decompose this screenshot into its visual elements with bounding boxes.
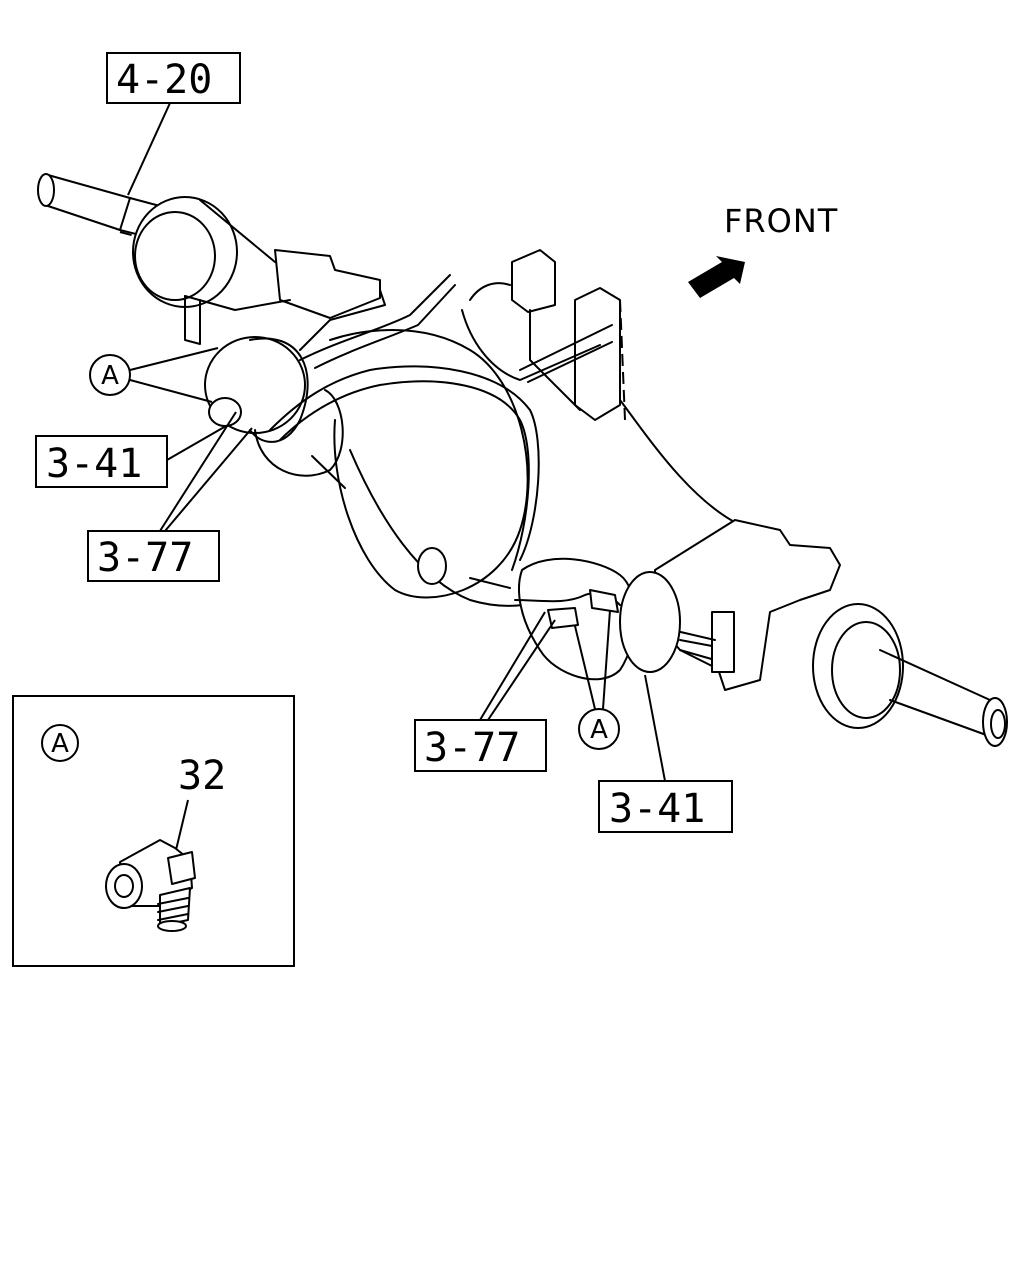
elbow-fitting-icon	[105, 839, 196, 932]
axle-housing-drawing	[37, 173, 1008, 747]
detail-a-part-number: 32	[178, 753, 226, 799]
callout-axle-shaft-left-text: 4-20	[116, 57, 212, 103]
callout-chamber-left: 3-41	[35, 425, 227, 488]
marker-a-right-text: A	[590, 715, 608, 745]
marker-a-left-text: A	[101, 361, 119, 391]
callout-hose-left: 3-77	[87, 411, 253, 582]
callout-axle-shaft-left: 4-20	[106, 52, 241, 196]
callout-chamber-right-text: 3-41	[609, 786, 705, 832]
marker-a-left: A	[89, 347, 219, 403]
callout-hose-right: 3-77	[414, 611, 556, 772]
detail-a-inset: A 32	[12, 695, 295, 967]
callout-chamber-left-text: 3-41	[46, 441, 142, 487]
callout-chamber-right: 3-41	[598, 674, 733, 833]
marker-a-right: A	[574, 609, 620, 750]
front-arrow-icon	[688, 256, 745, 298]
callout-hose-left-text: 3-77	[97, 535, 193, 581]
front-direction-label: FRONT	[724, 202, 838, 240]
detail-a-marker: A	[51, 729, 69, 759]
callout-hose-right-text: 3-77	[424, 725, 520, 771]
